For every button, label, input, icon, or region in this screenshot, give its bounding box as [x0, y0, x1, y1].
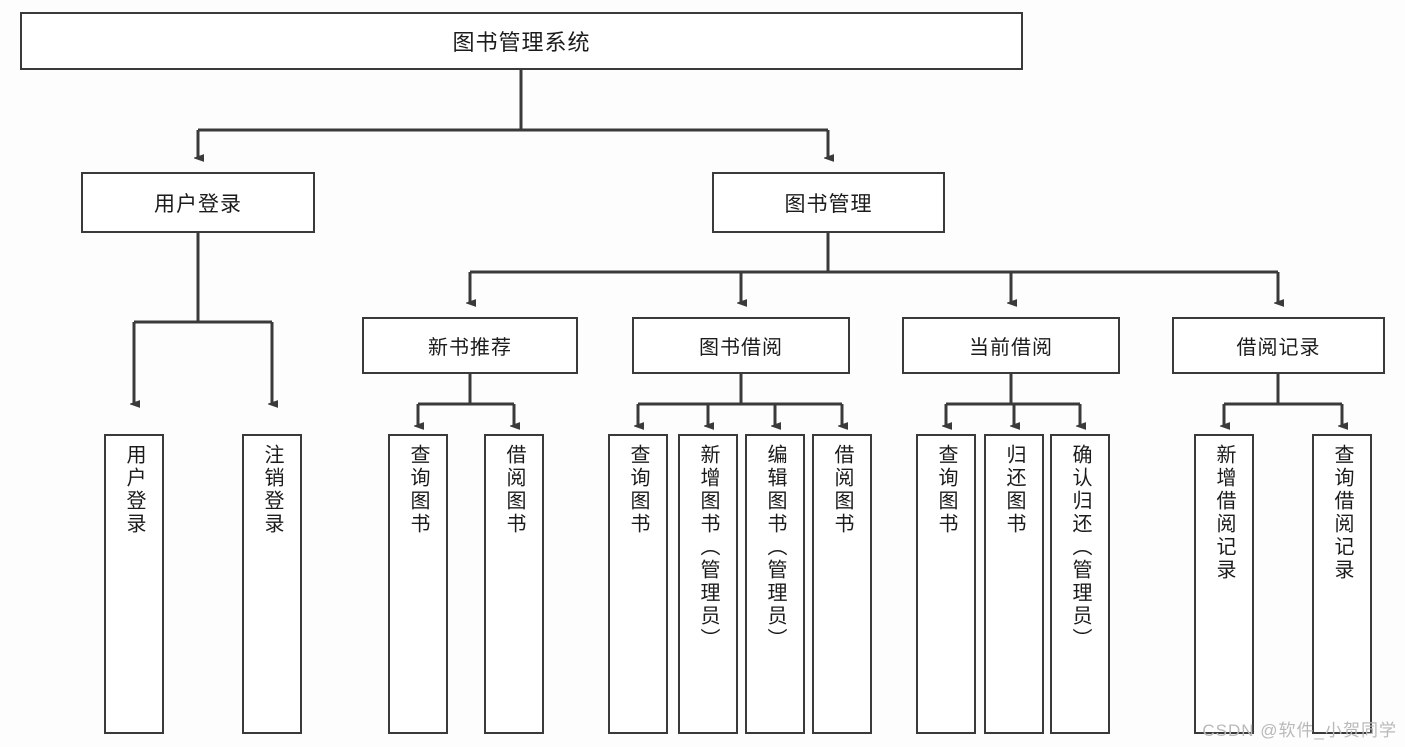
node-new-book-recommend[interactable]: 新书推荐: [362, 317, 578, 374]
leaf-add-record[interactable]: 新增借阅记录: [1194, 434, 1254, 734]
leaf-return-book-label: 归还图书: [1003, 444, 1025, 536]
leaf-edit-book[interactable]: 编辑图书（管理员）: [745, 434, 805, 734]
leaf-user-login-label: 用户登录: [123, 444, 145, 536]
csdn-watermark: CSDN @软件_小贺同学: [1202, 721, 1397, 740]
node-borrow-record[interactable]: 借阅记录: [1172, 317, 1385, 374]
leaf-logout-login-label: 注销登录: [261, 444, 283, 536]
node-book-borrow[interactable]: 图书借阅: [632, 317, 850, 374]
leaf-query-book-3[interactable]: 查询图书: [916, 434, 976, 734]
leaf-confirm-return[interactable]: 确认归还（管理员）: [1050, 434, 1110, 734]
leaf-query-book-3-label: 查询图书: [935, 444, 957, 536]
leaf-query-book-1[interactable]: 查询图书: [388, 434, 448, 734]
node-current-borrow[interactable]: 当前借阅: [902, 317, 1120, 374]
leaf-confirm-return-label: 确认归还（管理员）: [1069, 444, 1091, 651]
leaf-add-book[interactable]: 新增图书（管理员）: [678, 434, 738, 734]
node-root-label: 图书管理系统: [452, 30, 591, 55]
node-book-borrow-label: 图书借阅: [699, 337, 783, 359]
leaf-add-book-label: 新增图书（管理员）: [697, 444, 719, 651]
leaf-borrow-book-2-label: 借阅图书: [831, 444, 853, 536]
leaf-user-login[interactable]: 用户登录: [104, 434, 164, 734]
leaf-query-book-2[interactable]: 查询图书: [608, 434, 668, 734]
node-current-borrow-label: 当前借阅: [969, 337, 1053, 359]
node-borrow-record-label: 借阅记录: [1236, 337, 1321, 359]
leaf-query-book-2-label: 查询图书: [627, 444, 649, 536]
leaf-query-record[interactable]: 查询借阅记录: [1312, 434, 1372, 734]
leaf-borrow-book-1[interactable]: 借阅图书: [484, 434, 544, 734]
node-book-management[interactable]: 图书管理: [712, 172, 945, 233]
leaf-borrow-book-1-label: 借阅图书: [503, 444, 525, 536]
node-root[interactable]: 图书管理系统: [20, 12, 1023, 70]
leaf-return-book[interactable]: 归还图书: [984, 434, 1044, 734]
leaf-add-record-label: 新增借阅记录: [1213, 444, 1235, 582]
node-user-login-label: 用户登录: [154, 192, 242, 216]
leaf-query-record-label: 查询借阅记录: [1331, 444, 1353, 582]
leaf-query-book-1-label: 查询图书: [407, 444, 429, 536]
node-book-management-label: 图书管理: [784, 192, 873, 216]
node-new-book-recommend-label: 新书推荐: [428, 337, 512, 359]
leaf-edit-book-label: 编辑图书（管理员）: [764, 444, 786, 651]
node-user-login[interactable]: 用户登录: [81, 172, 315, 233]
leaf-borrow-book-2[interactable]: 借阅图书: [812, 434, 872, 734]
leaf-logout-login[interactable]: 注销登录: [242, 434, 302, 734]
